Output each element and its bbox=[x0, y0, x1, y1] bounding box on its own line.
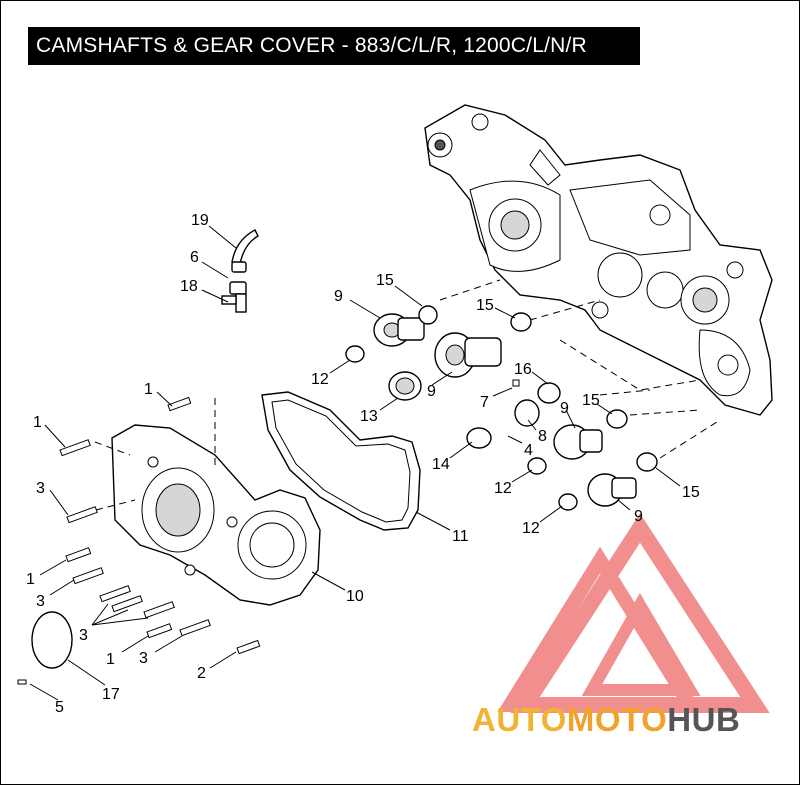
automotohub-brand-text: AUTOMOTOHUB bbox=[472, 701, 740, 739]
callout-15: 15 bbox=[682, 484, 700, 501]
callout-17: 17 bbox=[102, 686, 120, 703]
front-cams bbox=[466, 379, 658, 511]
rear-intake-cam bbox=[373, 305, 532, 347]
callout-3: 3 bbox=[36, 480, 45, 497]
callout-18: 18 bbox=[180, 278, 198, 295]
callout-labels: 19 6 18 15 9 15 12 9 13 16 7 9 15 8 4 14… bbox=[26, 212, 700, 716]
callout-16: 16 bbox=[514, 361, 532, 378]
callout-13: 13 bbox=[360, 408, 378, 425]
callout-10: 10 bbox=[346, 588, 364, 605]
callout-1: 1 bbox=[33, 414, 42, 431]
screws bbox=[59, 396, 261, 655]
callout-5: 5 bbox=[55, 699, 64, 716]
callout-1: 1 bbox=[144, 381, 153, 398]
callout-8: 8 bbox=[538, 428, 547, 445]
callout-12: 12 bbox=[311, 371, 329, 388]
alignment-lines bbox=[94, 279, 721, 511]
callout-6: 6 bbox=[190, 249, 199, 266]
callout-14: 14 bbox=[432, 456, 450, 473]
callout-9: 9 bbox=[334, 288, 343, 305]
breather-hose-assembly bbox=[221, 229, 259, 313]
callout-3: 3 bbox=[139, 650, 148, 667]
callout-1: 1 bbox=[26, 571, 35, 588]
callout-15: 15 bbox=[582, 392, 600, 409]
gear-cover-gasket bbox=[261, 391, 421, 531]
timer-cover bbox=[17, 611, 73, 685]
callout-2: 2 bbox=[197, 665, 206, 682]
callout-15: 15 bbox=[476, 297, 494, 314]
automotohub-logo bbox=[497, 513, 770, 713]
callout-9: 9 bbox=[560, 400, 569, 417]
callout-7: 7 bbox=[480, 394, 489, 411]
crankcase bbox=[424, 104, 773, 416]
brand-auto: AUTO bbox=[472, 701, 567, 738]
callout-9: 9 bbox=[427, 383, 436, 400]
leader-lines bbox=[29, 225, 681, 701]
gear-cover bbox=[111, 424, 321, 606]
callout-12: 12 bbox=[494, 480, 512, 497]
rear-exhaust-cam bbox=[345, 332, 502, 401]
callout-11: 11 bbox=[452, 528, 469, 545]
callout-9: 9 bbox=[634, 508, 643, 525]
brand-moto: MOTO bbox=[566, 701, 668, 738]
callout-12: 12 bbox=[522, 520, 540, 537]
brand-hub: HUB bbox=[667, 701, 741, 738]
callout-19: 19 bbox=[191, 212, 209, 229]
callout-15: 15 bbox=[376, 272, 394, 289]
callout-3: 3 bbox=[36, 593, 45, 610]
callout-4: 4 bbox=[524, 442, 533, 459]
callout-3: 3 bbox=[79, 627, 88, 644]
callout-1: 1 bbox=[106, 651, 115, 668]
diagram-title: CAMSHAFTS & GEAR COVER - 883/C/L/R, 1200… bbox=[28, 27, 640, 65]
